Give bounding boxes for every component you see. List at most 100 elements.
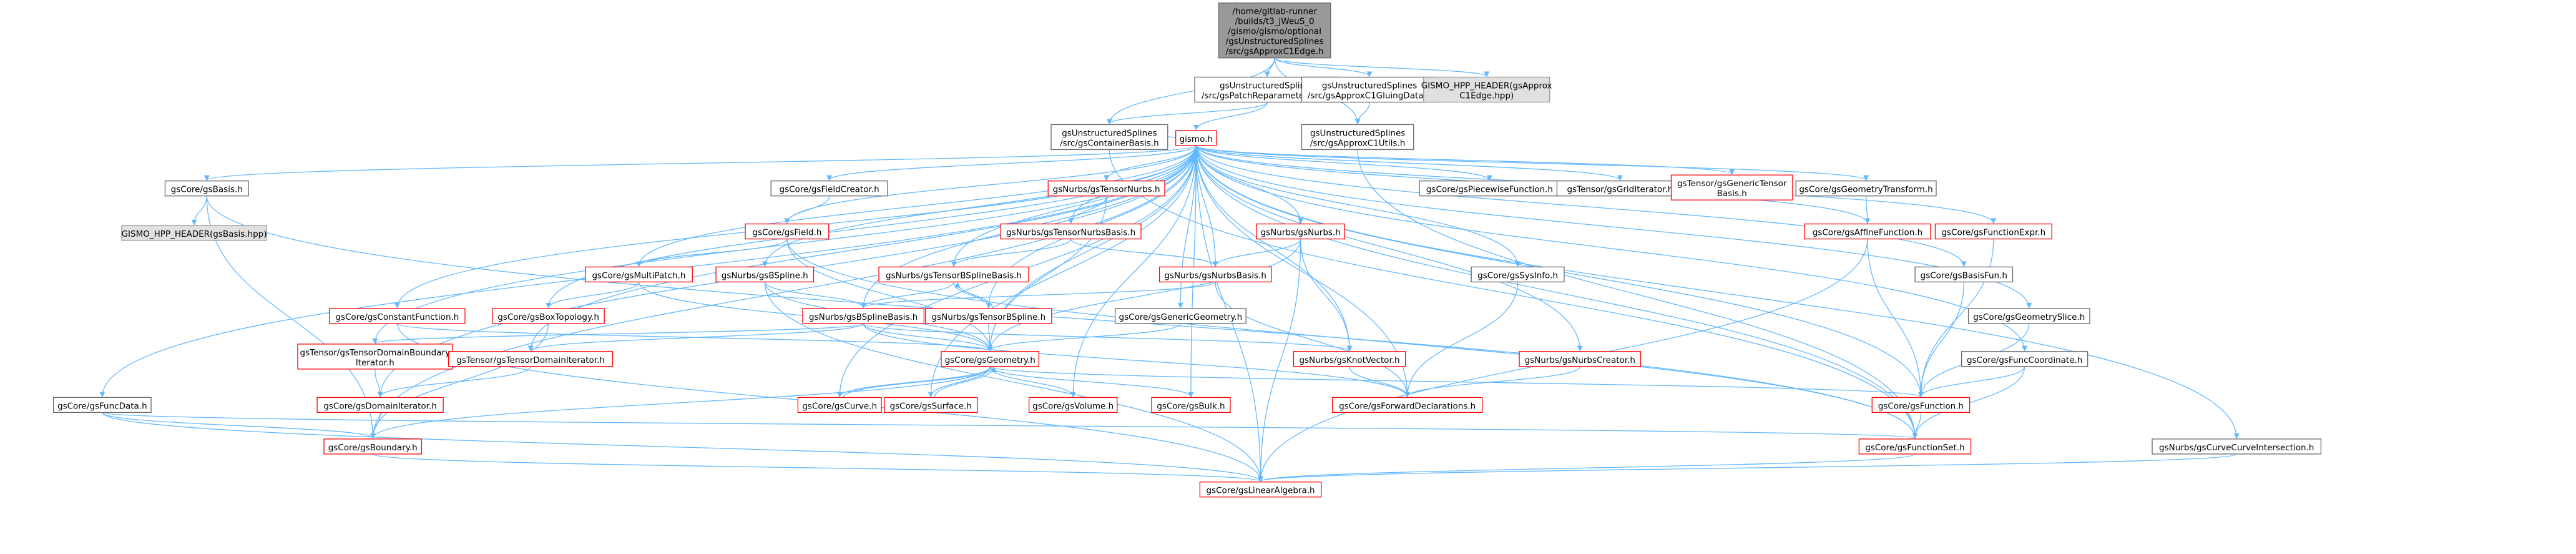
header-file-node[interactable]: gsTensor/gsTensorDomainBoundaryIterator.… <box>297 344 453 370</box>
include-edge-bsb-to-geom <box>863 323 993 352</box>
header-file-node[interactable]: gsCore/gsFunctionExpr.h <box>1934 223 2052 240</box>
include-edge-root-to-ugd <box>1274 57 1373 77</box>
include-edge <box>928 366 991 398</box>
header-file-node[interactable]: gsNurbs/gsNurbsBasis.h <box>1158 266 1272 283</box>
node-label-line: gsNurbs/gsTensorNurbsBasis.h <box>1006 228 1135 238</box>
node-label-line: gsUnstructuredSplines <box>1310 128 1405 138</box>
header-file-node[interactable]: gsCore/gsSysInfo.h <box>1471 266 1565 283</box>
include-edge <box>1215 282 1411 398</box>
header-file-node[interactable]: gsCore/gsAffineFunction.h <box>1804 223 1931 240</box>
header-file-node[interactable]: gsCore/gsMultiPatch.h <box>584 266 693 283</box>
node-box <box>745 223 830 240</box>
node-box <box>1934 223 2052 240</box>
node-label-line: gsCore/gsSysInfo.h <box>1477 270 1558 280</box>
include-edge <box>951 145 1197 267</box>
header-file-node[interactable]: gsUnstructuredSplines/src/gsContainerBas… <box>1050 124 1168 151</box>
include-edge <box>836 366 991 398</box>
header-file-node[interactable]: gsCore/gsGeometry.h <box>941 351 1040 367</box>
include-edge <box>1274 57 1373 77</box>
header-file-node[interactable]: gsCore/gsGenericGeometry.h <box>1114 308 1246 324</box>
header-file-node[interactable]: gsCore/gsGeometryTransform.h <box>1795 181 1937 197</box>
include-edge <box>1349 366 1411 398</box>
include-edge-bsb-to-fwd <box>863 323 1411 398</box>
header-file-node[interactable]: gsCore/gsForwardDeclarations.h <box>1332 397 1483 413</box>
header-file-node[interactable]: gsCore/gsBoxTopology.h <box>492 308 605 324</box>
header-file-node[interactable]: gsCore/gsConstantFunction.h <box>329 308 466 324</box>
header-file-node[interactable]: gsNurbs/gsTensorNurbsBasis.h <box>1000 223 1142 240</box>
header-file-node[interactable]: gsCore/gsFuncData.h <box>52 397 152 413</box>
include-edge-fset-to-linalg <box>1258 453 1916 482</box>
header-file-node[interactable]: gsCore/gsFunctionSet.h <box>1858 438 1972 455</box>
include-edge-root-to-upr <box>1264 57 1275 77</box>
node-label-line: gsNurbs/gsBSpline.h <box>722 270 808 280</box>
include-edge-upr-to-ucb <box>1106 101 1268 125</box>
header-file-node[interactable]: gsCore/gsFieldCreator.h <box>770 181 888 197</box>
header-file-node[interactable]: gsCore/gsLinearAlgebra.h <box>1199 482 1322 498</box>
node-box <box>802 308 925 324</box>
header-file-node[interactable]: gsCore/gsCurve.h <box>797 397 882 413</box>
node-box <box>797 397 882 413</box>
header-file-node[interactable]: gsTensor/gsTensorDomainIterator.h <box>448 351 614 367</box>
node-box <box>584 266 693 283</box>
header-file-node[interactable]: gsNurbs/gsKnotVector.h <box>1293 351 1406 367</box>
header-file-node[interactable]: gsCore/gsSurface.h <box>884 397 978 413</box>
header-file-node[interactable]: gsCore/gsPiecewiseFunction.h <box>1419 181 1560 197</box>
include-edge <box>370 412 381 439</box>
include-edge <box>928 145 1197 398</box>
header-file-node[interactable]: gsNurbs/gsBSplineBasis.h <box>802 308 925 324</box>
header-file-node[interactable]: gsCore/gsFuncCoordinate.h <box>1961 351 2089 367</box>
include-edge-curve-to-geom <box>843 366 997 398</box>
node-label-line: Basis.h <box>1717 189 1747 199</box>
header-file-node[interactable]: gsCore/gsGeometrySlice.h <box>1967 308 2090 324</box>
header-file-node[interactable]: gsNurbs/gsTensorBSplineBasis.h <box>878 266 1029 283</box>
header-file-node[interactable]: gsUnstructuredSplines/src/gsApproxC1Glui… <box>1301 76 1438 103</box>
header-file-node[interactable]: gsCore/gsBulk.h <box>1151 397 1231 413</box>
node-box <box>492 308 605 324</box>
node-label-line: /src/gsContainerBasis.h <box>1060 138 1159 148</box>
include-edge <box>546 282 640 309</box>
node-box <box>1293 351 1406 367</box>
header-file-node[interactable]: gsNurbs/gsTensorBSpline.h <box>925 308 1052 324</box>
header-file-node[interactable]: gsCore/gsFunction.h <box>1871 397 1971 413</box>
node-box <box>316 397 444 413</box>
node-box <box>925 308 1052 324</box>
header-file-node[interactable]: gsCore/gsDomainIterator.h <box>316 397 444 413</box>
header-file-node[interactable]: gsCore/gsBoundary.h <box>323 438 423 455</box>
include-edge <box>1070 145 1197 398</box>
include-edge-gismo-to-tbb <box>951 145 1197 267</box>
include-edge <box>1104 145 1197 181</box>
node-label-line: gsCore/gsGeometry.h <box>945 355 1036 365</box>
header-file-node[interactable]: gsTensor/gsGridIterator.h <box>1556 181 1684 197</box>
node-label-line: gsCore/gsVolume.h <box>1032 401 1114 411</box>
node-label-line: gsNurbs/gsKnotVector.h <box>1299 355 1399 365</box>
include-edge <box>1917 282 1964 398</box>
header-file-node[interactable]: gsNurbs/gsNurbsCreator.h <box>1519 351 1642 367</box>
include-edge <box>1109 149 1918 439</box>
include-edge <box>372 323 864 344</box>
header-file-node[interactable]: GISMO_HPP_HEADER(gsApproxC1Edge.hpp) <box>1421 76 1552 103</box>
include-edge-function-to-fset <box>1912 412 1922 439</box>
node-label-line: gsCore/gsFunction.h <box>1878 401 1964 411</box>
include-edge <box>527 323 864 352</box>
include-edge <box>1106 101 1268 125</box>
header-file-node[interactable]: gsCore/gsField.h <box>745 223 830 240</box>
node-label-line: gsCore/gsBoundary.h <box>328 443 418 453</box>
include-edge <box>987 239 1301 352</box>
header-file-node[interactable]: gismo.h <box>1175 130 1217 146</box>
header-file-node[interactable]: gsUnstructuredSplines/src/gsApproxC1Util… <box>1301 124 1414 151</box>
header-file-node[interactable]: gsCore/gsBasis.h <box>164 181 249 197</box>
include-edge-cci-to-linalg <box>1258 453 2237 482</box>
header-file-node[interactable]: gsNurbs/gsCurveCurveIntersection.h <box>2152 438 2322 455</box>
include-edge <box>843 366 997 398</box>
header-file-node[interactable]: gsCore/gsBasisFun.h <box>1914 266 2014 283</box>
header-file-node[interactable]: gsNurbs/gsBSpline.h <box>715 266 815 283</box>
header-file-node[interactable]: gsNurbs/gsNurbs.h <box>1256 223 1345 240</box>
node-label-line: gsNurbs/gsTensorBSplineBasis.h <box>886 270 1022 280</box>
header-file-node[interactable]: GISMO_HPP_HEADER(gsBasis.hpp) <box>121 225 267 241</box>
include-edge-gismo-to-pwf <box>1195 145 1492 181</box>
include-edge-gismo-to-gtensor <box>1195 145 1735 176</box>
header-file-node[interactable]: gsCore/gsVolume.h <box>1028 397 1118 413</box>
include-edge <box>1264 57 1275 77</box>
header-file-node[interactable]: gsNurbs/gsTensorNurbs.h <box>1047 181 1165 197</box>
